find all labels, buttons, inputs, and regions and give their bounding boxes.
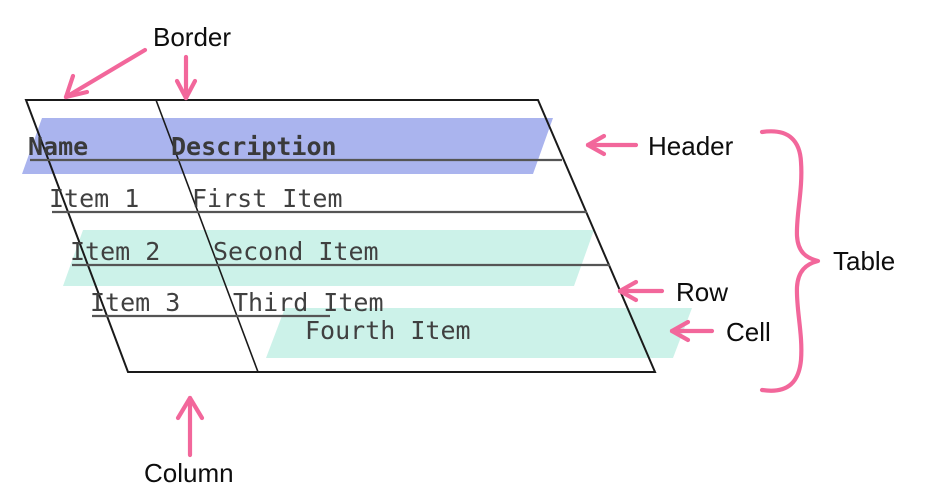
column-arrow [175, 395, 205, 458]
table-brace [759, 129, 821, 393]
table-outline [24, 99, 657, 373]
annotation-label-row: Row [676, 277, 729, 307]
annotation-label-column: Column [144, 458, 234, 488]
row-arrow [617, 279, 665, 303]
detached-cell-band [266, 308, 692, 358]
body-cell-name-2: Item 3 [90, 288, 181, 317]
annotation-label-cell: Cell [726, 317, 771, 347]
column-divider-line [155, 99, 259, 373]
body-cell-name-0: Item 1 [49, 184, 140, 213]
annotation-label-table: Table [833, 246, 896, 276]
body-cell-description-0: First Item [192, 184, 343, 213]
row-highlight-band-item2 [63, 230, 594, 286]
body-cell-name-1: Item 2 [70, 237, 161, 266]
annotation-label-header: Header [648, 131, 734, 161]
body-cell-description-1: Second Item [213, 237, 379, 266]
header-arrow [585, 133, 639, 157]
border-arrow-down [174, 54, 198, 101]
annotation-label-border: Border [153, 22, 232, 52]
detached-cell-text: Fourth Item [305, 316, 471, 345]
header-cell-name: Name [28, 132, 89, 161]
border-arrow-diagonal [63, 47, 148, 100]
body-cell-description-2: Third Item [233, 288, 384, 317]
header-cell-description: Description [171, 132, 337, 161]
cell-arrow [669, 319, 715, 343]
